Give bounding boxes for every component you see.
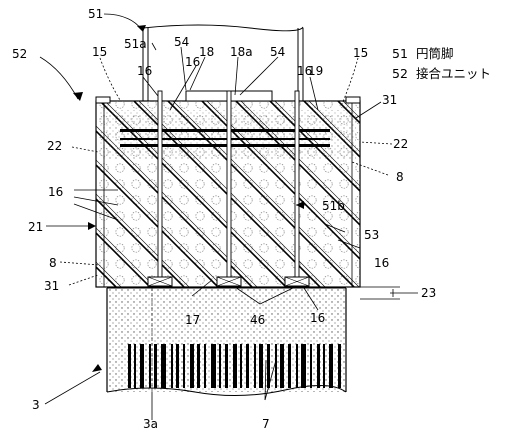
- base-bar: [219, 344, 221, 388]
- legend: 51 円筒脚 52 接合ユニット: [392, 46, 491, 81]
- ref-16-b: 16: [185, 55, 200, 69]
- ref-3a: 3a: [143, 417, 158, 431]
- ref-18: 18: [199, 45, 214, 59]
- studs: [147, 90, 310, 287]
- legend-text-51: 円筒脚: [416, 46, 454, 61]
- hatch-line: [96, 159, 224, 287]
- base-vertical-bars: [128, 344, 341, 388]
- ref-21: 21: [28, 220, 43, 234]
- base-bar: [259, 344, 263, 388]
- base-bar: [171, 344, 173, 388]
- ref-52: 52: [12, 47, 27, 61]
- ref-8-left: 8: [49, 256, 57, 270]
- ref-7: 7: [262, 417, 270, 431]
- base-bar: [275, 344, 277, 388]
- base-bar: [149, 344, 151, 388]
- base-bar: [140, 344, 144, 388]
- base-bar: [190, 344, 194, 388]
- ref-16-e: 16: [374, 256, 389, 270]
- ref-22-right: 22: [393, 137, 408, 151]
- base-bar: [254, 344, 256, 388]
- ref-31-top: 31: [382, 93, 397, 107]
- ref-54-right: 54: [270, 45, 285, 59]
- base-bar: [211, 344, 216, 388]
- ref-22-left: 22: [47, 139, 62, 153]
- base-bar: [233, 344, 237, 388]
- base-bar: [246, 344, 249, 388]
- base-bar: [338, 344, 341, 388]
- base-bar: [134, 344, 136, 388]
- ref-51b: 51b: [322, 199, 345, 213]
- base-bar: [240, 344, 242, 388]
- base-bar: [296, 344, 298, 388]
- hatch-line: [377, 101, 508, 287]
- hatch-line: [96, 163, 219, 287]
- hatch-line: [337, 101, 360, 125]
- base-bar: [317, 344, 320, 388]
- base-bar: [183, 344, 185, 388]
- hatch-line: [96, 227, 156, 287]
- ref-8-right: 8: [396, 170, 404, 184]
- base-bar: [204, 344, 206, 388]
- base-bar: [288, 344, 291, 388]
- base-bar: [301, 344, 306, 388]
- cylindrical-leg: [142, 24, 304, 102]
- base-bar: [161, 344, 166, 388]
- ref-15-left: 15: [92, 45, 107, 59]
- legend-text-52: 接合ユニット: [416, 66, 491, 81]
- joint-unit-box: [0, 96, 508, 288]
- hatch-line: [0, 101, 82, 287]
- ref-16-a: 16: [137, 64, 152, 78]
- hatch-line: [96, 231, 151, 287]
- legend-num-51: 51: [392, 46, 408, 61]
- hatch-line: [342, 101, 360, 119]
- hatch-line: [372, 101, 508, 287]
- ref-16-d: 16: [48, 185, 63, 199]
- hatch-line: [0, 101, 87, 287]
- ref-15-right: 15: [353, 46, 368, 60]
- base-bar: [154, 344, 157, 388]
- ref-23: 23: [421, 286, 436, 300]
- base-bar: [128, 344, 131, 388]
- ref-17: 17: [185, 313, 200, 327]
- ref-3: 3: [32, 398, 40, 412]
- hatch-line: [96, 197, 185, 287]
- ref-51a: 51a: [124, 37, 147, 51]
- legend-num-52: 52: [392, 66, 408, 81]
- ref-16-f: 16: [310, 311, 325, 325]
- ref-16-c: 16: [297, 64, 312, 78]
- reference-labels: 51 51a 54 18 18a 54 52 15 15 16 16 16 19…: [12, 7, 436, 431]
- base-bar: [280, 344, 284, 388]
- ref-46: 46: [250, 313, 265, 327]
- base-bar: [329, 344, 333, 388]
- ref-54-left: 54: [174, 35, 189, 49]
- ref-31-bottom: 31: [44, 279, 59, 293]
- base-block: [106, 287, 347, 397]
- ref-18a: 18a: [230, 45, 253, 59]
- ref-19: 19: [308, 64, 323, 78]
- base-bar: [225, 344, 228, 388]
- base-bar: [197, 344, 200, 388]
- ref-51: 51: [88, 7, 103, 21]
- ref-53: 53: [364, 228, 379, 242]
- base-bar: [323, 344, 325, 388]
- arrow-heads: [73, 25, 304, 372]
- base-bar: [267, 344, 270, 388]
- base-bar: [176, 344, 179, 388]
- base-bar: [310, 344, 312, 388]
